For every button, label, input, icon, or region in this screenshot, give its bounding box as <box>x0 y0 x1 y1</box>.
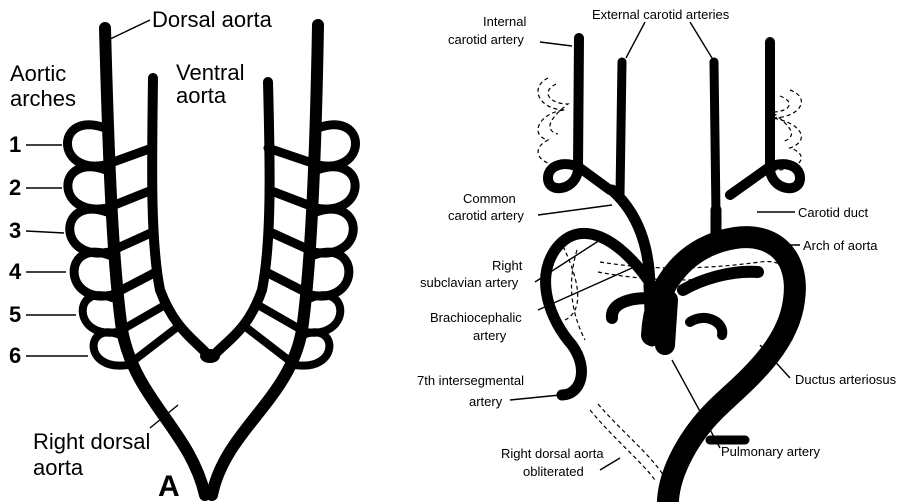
right-arch-6 <box>243 325 329 366</box>
label-right-subclavian-1: Right <box>492 258 523 273</box>
label-right-subclavian-2: subclavian artery <box>420 275 519 290</box>
label-common-carotid-2: carotid artery <box>448 208 524 223</box>
ductus-arteriosus <box>683 272 758 290</box>
label-7th-intersegmental-1: 7th intersegmental <box>417 373 524 388</box>
label-internal-carotid-1: Internal <box>483 14 526 29</box>
label-ventral-aorta: aorta <box>176 83 227 108</box>
label-ventral: Ventral <box>176 60 245 85</box>
left-external-carotid <box>714 62 716 215</box>
label-aortic: Aortic <box>10 61 66 86</box>
label-common-carotid-1: Common <box>463 191 516 206</box>
label-right-dorsal-aorta-obliterated-2: obliterated <box>523 464 584 479</box>
arch-number-6: 6 <box>9 343 21 368</box>
label-right-dorsal-aorta: aorta <box>33 455 84 480</box>
pulmonary-artery-trunk <box>665 300 668 345</box>
right-ventral-aorta <box>214 82 270 355</box>
arch-number-2: 2 <box>9 175 21 200</box>
label-right-dorsal-aorta-obliterated-1: Right dorsal aorta <box>501 446 604 461</box>
label-arches: arches <box>10 86 76 111</box>
dorsal-aorta-leader <box>108 20 150 40</box>
left-ventral-aorta <box>152 78 208 355</box>
right-external-carotid <box>620 62 622 195</box>
label-internal-carotid-2: carotid artery <box>448 32 524 47</box>
arch-number-4: 4 <box>9 259 22 284</box>
label-arch-of-aorta: Arch of aorta <box>803 238 878 253</box>
label-brachiocephalic-2: artery <box>473 328 507 343</box>
arch-number-3: 3 <box>9 218 21 243</box>
panel-b: Internal carotid artery External carotid… <box>417 7 897 500</box>
arch-number-5: 5 <box>9 302 21 327</box>
label-ductus-arteriosus: Ductus arteriosus <box>795 372 897 387</box>
panel-a: Dorsal aorta Aortic arches Ventral aorta… <box>9 7 356 502</box>
pulmonary-artery-right-branch <box>690 318 722 335</box>
arch-number-1: 1 <box>9 132 21 157</box>
label-7th-intersegmental-2: artery <box>469 394 503 409</box>
left-arch-6 <box>94 325 180 366</box>
panel-letter-a: A <box>158 470 180 502</box>
label-carotid-duct: Carotid duct <box>798 205 868 220</box>
aortic-sac <box>200 349 220 363</box>
left-internal-carotid <box>730 42 800 195</box>
right-subclavian-artery <box>546 233 648 395</box>
label-external-carotid: External carotid arteries <box>592 7 730 22</box>
label-right-dorsal: Right dorsal <box>33 429 150 454</box>
label-brachiocephalic-1: Brachiocephalic <box>430 310 522 325</box>
left-aortic-arches <box>68 125 181 366</box>
right-aortic-arches <box>243 125 356 366</box>
label-pulmonary-artery: Pulmonary artery <box>721 444 820 459</box>
label-dorsal-aorta: Dorsal aorta <box>152 7 273 32</box>
